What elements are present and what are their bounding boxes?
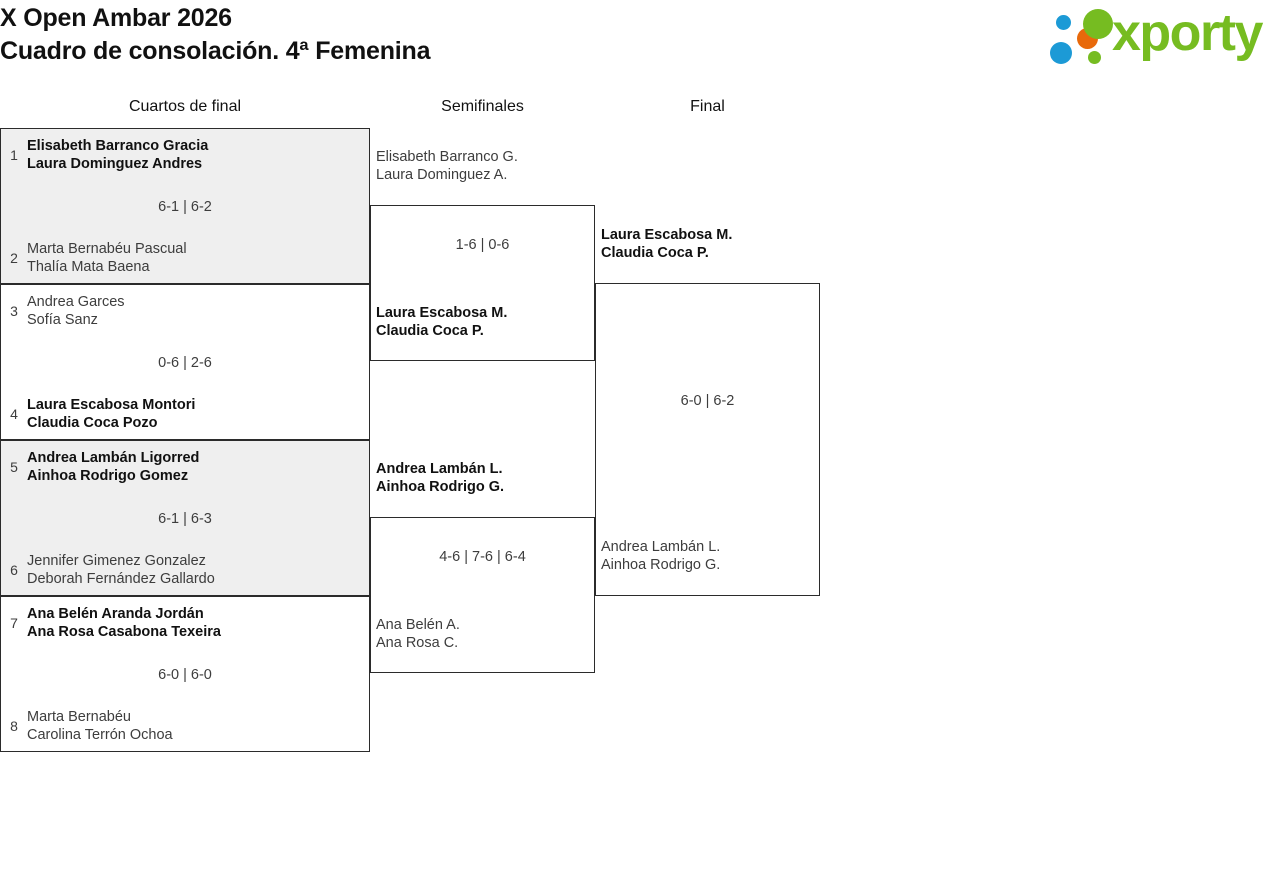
- seed-number: 6: [10, 562, 18, 578]
- player-name-1: Jennifer Gimenez Gonzalez: [27, 553, 206, 569]
- seed-number: 3: [10, 303, 18, 319]
- page-title: X Open Ambar 2026 Cuadro de consolación.…: [0, 2, 431, 68]
- player-name-2: Carolina Terrón Ochoa: [27, 727, 173, 743]
- match-qf2-score: 0-6 | 2-6: [158, 355, 212, 371]
- team-names: Andrea Garces Sofía Sanz: [27, 293, 125, 329]
- tournament-name: X Open Ambar 2026: [0, 4, 232, 32]
- player-name-1: Andrea Lambán L.: [376, 461, 503, 477]
- match-qf3-slot-bottom[interactable]: 6 Jennifer Gimenez Gonzalez Deborah Fern…: [1, 552, 369, 588]
- player-name-2: Thalía Mata Baena: [27, 259, 150, 275]
- match-sf2-slot-top[interactable]: Andrea Lambán L. Ainhoa Rodrigo G.: [376, 460, 504, 496]
- match-sf1-slot-top[interactable]: Elisabeth Barranco G. Laura Dominguez A.: [376, 148, 518, 184]
- match-qf3-slot-top[interactable]: 5 Andrea Lambán Ligorred Ainhoa Rodrigo …: [1, 449, 369, 485]
- player-name-1: Andrea Lambán L.: [601, 539, 721, 555]
- player-name-1: Laura Escabosa Montori: [27, 397, 196, 413]
- match-cell-sf1[interactable]: [370, 205, 595, 361]
- player-name-1: Marta Bernabéu Pascual: [27, 241, 187, 257]
- player-name-2: Ainhoa Rodrigo G.: [601, 557, 721, 573]
- player-name-1: Andrea Lambán Ligorred: [27, 450, 200, 466]
- match-qf4-slot-bottom[interactable]: 8 Marta Bernabéu Carolina Terrón Ochoa: [1, 708, 369, 744]
- page-header: X Open Ambar 2026 Cuadro de consolación.…: [0, 0, 1280, 80]
- match-qf1-slot-bottom[interactable]: 2 Marta Bernabéu Pascual Thalía Mata Bae…: [1, 240, 369, 276]
- match-sf1-slot-bottom[interactable]: Laura Escabosa M. Claudia Coca P.: [376, 304, 507, 340]
- match-sf2-slot-bottom[interactable]: Ana Belén A. Ana Rosa C.: [376, 616, 460, 652]
- match-qf4-slot-top[interactable]: 7 Ana Belén Aranda Jordán Ana Rosa Casab…: [1, 605, 369, 641]
- player-name-1: Marta Bernabéu: [27, 709, 131, 725]
- logo-dot-blue-large-icon: [1050, 42, 1072, 64]
- player-name-1: Andrea Garces: [27, 294, 125, 310]
- logo-dot-blue-small-icon: [1056, 15, 1071, 30]
- team-names: Elisabeth Barranco Gracia Laura Domingue…: [27, 137, 208, 173]
- player-name-2: Ana Rosa C.: [376, 635, 459, 651]
- player-name-1: Ana Belén A.: [376, 617, 460, 633]
- round-header-semifinals: Semifinales: [441, 98, 524, 115]
- team-names: Jennifer Gimenez Gonzalez Deborah Fernán…: [27, 552, 215, 588]
- match-cell-qf1[interactable]: 1 Elisabeth Barranco Gracia Laura Doming…: [0, 128, 370, 284]
- match-cell-qf3[interactable]: 5 Andrea Lambán Ligorred Ainhoa Rodrigo …: [0, 440, 370, 596]
- player-name-1: Ana Belén Aranda Jordán: [27, 606, 204, 622]
- player-name-2: Laura Dominguez A.: [376, 167, 508, 183]
- player-name-2: Laura Dominguez Andres: [27, 156, 203, 172]
- xporty-logo[interactable]: xporty: [1050, 4, 1276, 68]
- logo-dot-green-large-icon: [1083, 9, 1113, 39]
- team-names: Andrea Lambán Ligorred Ainhoa Rodrigo Go…: [27, 449, 199, 485]
- player-name-2: Claudia Coca Pozo: [27, 415, 158, 431]
- seed-number: 7: [10, 615, 18, 631]
- player-name-2: Sofía Sanz: [27, 312, 98, 328]
- team-names: Marta Bernabéu Pascual Thalía Mata Baena: [27, 240, 187, 276]
- player-name-2: Ana Rosa Casabona Texeira: [27, 624, 221, 640]
- player-name-1: Elisabeth Barranco G.: [376, 149, 518, 165]
- bracket-subtitle: Cuadro de consolación. 4ª Femenina: [0, 37, 431, 65]
- player-name-1: Elisabeth Barranco Gracia: [27, 138, 209, 154]
- match-final-slot-bottom[interactable]: Andrea Lambán L. Ainhoa Rodrigo G.: [601, 538, 720, 574]
- match-qf2-slot-top[interactable]: 3 Andrea Garces Sofía Sanz: [1, 293, 369, 329]
- match-qf3-score: 6-1 | 6-3: [158, 511, 212, 527]
- match-qf1-slot-top[interactable]: 1 Elisabeth Barranco Gracia Laura Doming…: [1, 137, 369, 173]
- match-cell-sf2[interactable]: [370, 517, 595, 673]
- logo-wordmark: xporty: [1112, 4, 1263, 62]
- match-cell-qf2[interactable]: 3 Andrea Garces Sofía Sanz 0-6 | 2-6 4 L…: [0, 284, 370, 440]
- round-header-quarterfinals: Cuartos de final: [128, 98, 242, 115]
- match-qf2-slot-bottom[interactable]: 4 Laura Escabosa Montori Claudia Coca Po…: [1, 396, 369, 432]
- match-final-score: 6-0 | 6-2: [680, 393, 735, 409]
- player-name-1: Laura Escabosa M.: [376, 305, 508, 321]
- round-header-final: Final: [690, 98, 725, 115]
- match-final-slot-top[interactable]: Laura Escabosa M. Claudia Coca P.: [601, 226, 732, 262]
- team-names: Ana Belén Aranda Jordán Ana Rosa Casabon…: [27, 605, 221, 641]
- match-cell-qf4[interactable]: 7 Ana Belén Aranda Jordán Ana Rosa Casab…: [0, 596, 370, 752]
- player-name-1: Laura Escabosa M.: [601, 227, 733, 243]
- seed-number: 1: [10, 147, 18, 163]
- match-sf2-score: 4-6 | 7-6 | 6-4: [439, 549, 526, 565]
- player-name-2: Claudia Coca P.: [376, 323, 484, 339]
- player-name-2: Deborah Fernández Gallardo: [27, 571, 215, 587]
- player-name-2: Claudia Coca P.: [601, 245, 709, 261]
- player-name-2: Ainhoa Rodrigo Gomez: [27, 468, 189, 484]
- seed-number: 8: [10, 718, 18, 734]
- match-qf4-score: 6-0 | 6-0: [158, 667, 212, 683]
- seed-number: 4: [10, 406, 18, 422]
- player-name-2: Ainhoa Rodrigo G.: [376, 479, 505, 495]
- seed-number: 2: [10, 250, 18, 266]
- team-names: Marta Bernabéu Carolina Terrón Ochoa: [27, 708, 173, 744]
- logo-dot-green-small-icon: [1088, 51, 1101, 64]
- match-sf1-score: 1-6 | 0-6: [455, 237, 510, 253]
- match-cell-final[interactable]: [595, 283, 820, 596]
- match-qf1-score: 6-1 | 6-2: [158, 199, 212, 215]
- seed-number: 5: [10, 459, 18, 475]
- team-names: Laura Escabosa Montori Claudia Coca Pozo: [27, 396, 195, 432]
